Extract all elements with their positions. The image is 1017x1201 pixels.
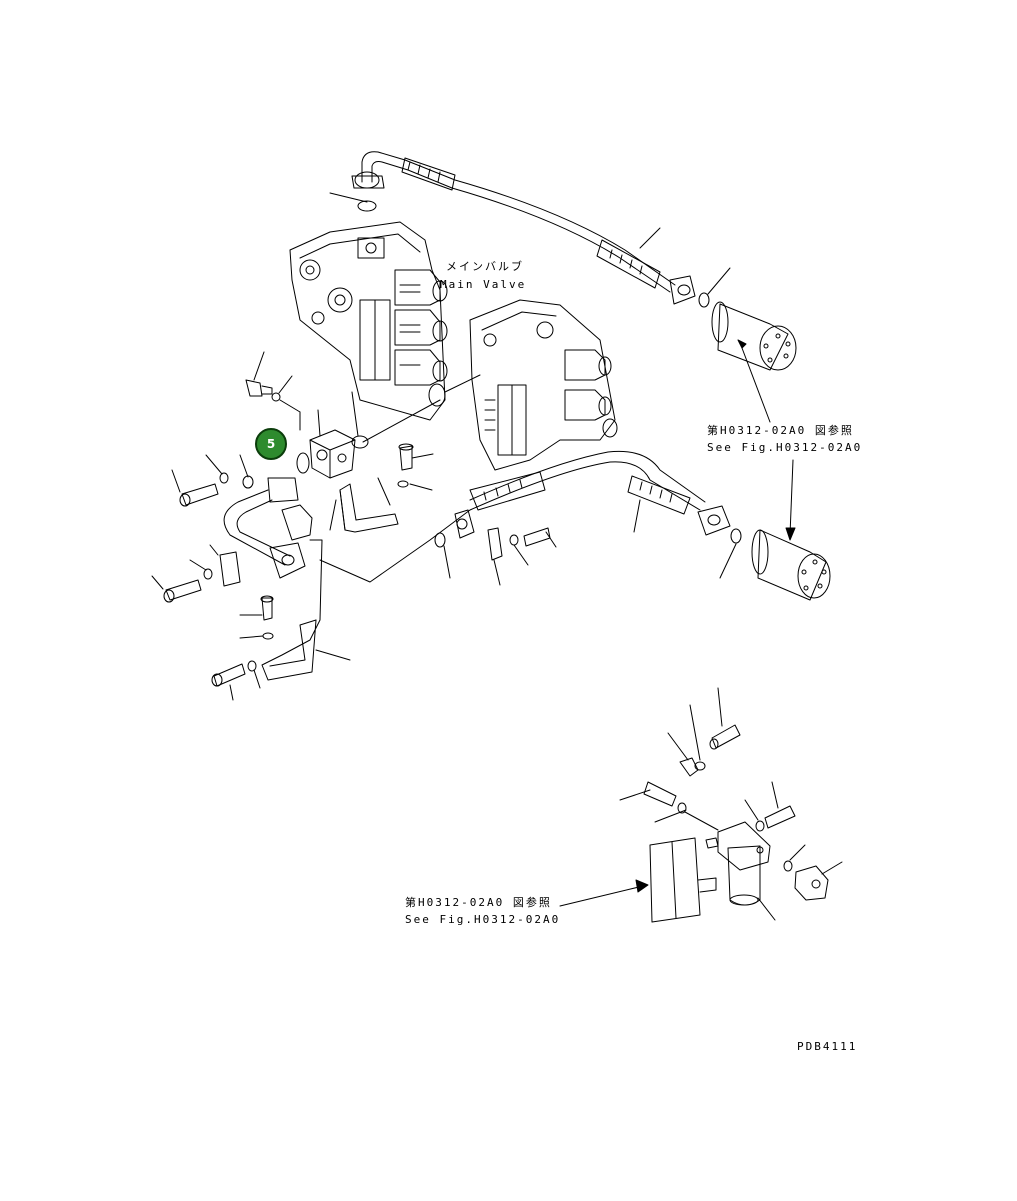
reference-label-en-upper: See Fig.H0312-02A0 (707, 441, 863, 454)
upper-hose (329, 151, 731, 308)
reference-label-jp-upper: 第H0312-02A0 図参照 (707, 424, 854, 437)
cylinder-lower (751, 459, 831, 601)
main-valve-label-en: Main Valve (440, 278, 527, 291)
bracket (261, 443, 434, 681)
main-valve-label-jp: メインバルブ (446, 260, 524, 273)
main-valve (289, 221, 618, 471)
leader-lines-main (351, 391, 441, 449)
reference-label-en-lower: See Fig.H0312-02A0 (405, 913, 561, 926)
reference-label-jp-lower: 第H0312-02A0 図参照 (405, 896, 552, 909)
part-number-marker[interactable]: 5 (255, 428, 287, 460)
pipe-left (151, 454, 313, 603)
block-adapter (296, 409, 356, 479)
cylinder-upper (711, 301, 797, 423)
filter-assembly (619, 687, 843, 923)
reference-arrow-lower (559, 879, 649, 907)
sensor-left (245, 351, 301, 431)
drawing-number: PDB4111 (797, 1040, 858, 1053)
lower-hose (319, 450, 742, 586)
lower-bolts-left (211, 595, 274, 701)
